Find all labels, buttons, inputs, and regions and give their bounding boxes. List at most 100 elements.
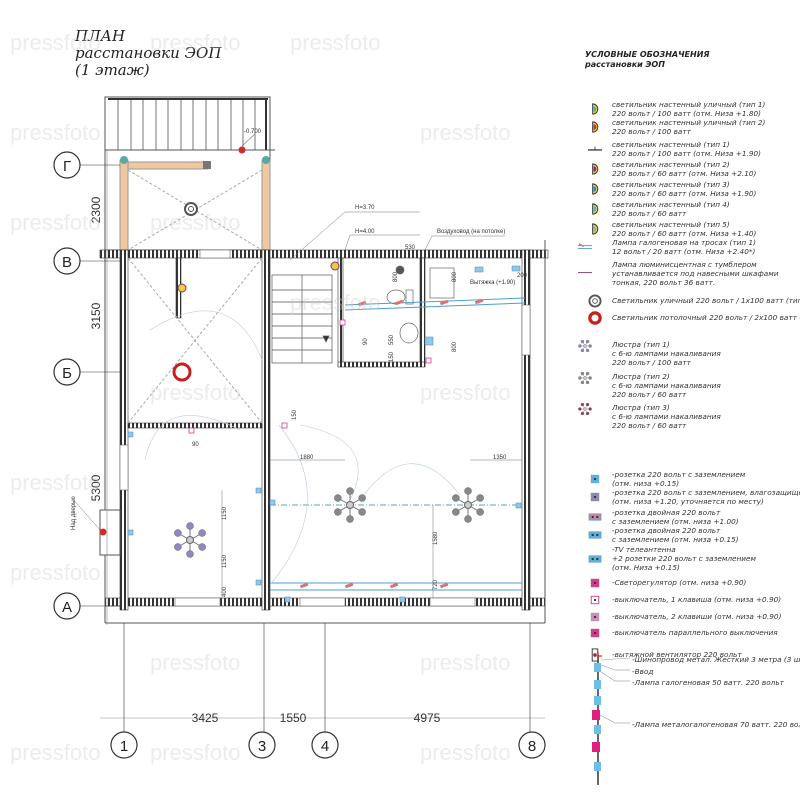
wall-lamp-outdoor-1-icon bbox=[592, 103, 599, 115]
porch: -0.700 bbox=[104, 96, 275, 251]
axis-label: В bbox=[62, 254, 72, 271]
dim-1580: 1580 bbox=[433, 531, 439, 545]
track-label: -Лампа галогеновая 50 ватт. 220 вольт bbox=[632, 678, 784, 687]
legend-item-text: Люстра (тип 2) bbox=[612, 372, 670, 381]
wall-lamp-outdoor-icon bbox=[120, 156, 128, 164]
dim-550: 550 bbox=[389, 334, 395, 345]
wall-lamp-outdoor-icon bbox=[262, 156, 270, 164]
staircase bbox=[271, 274, 333, 364]
above-door-label: Над дверью bbox=[71, 496, 77, 530]
halogen-lamp-icon bbox=[594, 696, 601, 705]
dim-720: 720 bbox=[433, 579, 439, 590]
axis-marker-g bbox=[53, 151, 81, 179]
ceiling-light-icon bbox=[588, 310, 602, 325]
legend-item-text: -розетка 220 вольт с заземлением bbox=[612, 470, 746, 479]
duct-label: Воздуховод (на потолке) bbox=[437, 229, 505, 235]
legend-item-text: -выключатель, 1 клавиша (отм. низа +0.90… bbox=[612, 595, 782, 604]
dim-label: 2300 bbox=[89, 196, 103, 223]
dim-label: 4975 bbox=[414, 711, 441, 725]
axis-label: 1 bbox=[120, 738, 128, 755]
wall-lamp-4-icon bbox=[592, 203, 599, 215]
wall-lamp-outdoor-icon bbox=[238, 146, 246, 154]
legend-item-text: Светильник потолочный 220 вольт / 2х100 … bbox=[612, 313, 800, 322]
legend-item-text: 220 вольт / 60 ватт bbox=[612, 390, 687, 399]
halogen-lamp-icon bbox=[594, 663, 601, 672]
legend-item-text: (отм. Низа +0.15) bbox=[612, 563, 680, 572]
legend-item-text: -розетка двойная 220 вольт bbox=[612, 526, 721, 535]
legend-item-text: 220 вольт / 100 ватт bbox=[612, 127, 691, 136]
halogen-cable-lamp-icon bbox=[578, 243, 592, 249]
exhaust-fan-icon bbox=[591, 647, 599, 662]
switch-2-icon bbox=[590, 612, 600, 621]
ceiling-light-icon bbox=[127, 257, 263, 424]
legend-item-text: Люстра (тип 1) bbox=[612, 340, 670, 349]
legend-item-text: 220 вольт / 60 ватт bbox=[612, 209, 687, 218]
legend-item-text: (отм. низа +0.15) bbox=[612, 479, 680, 488]
legend-item-text: с 6-ю лампами накаливания bbox=[612, 381, 721, 390]
legend-item-text: -вытяжной вентилятор 220 вольт bbox=[612, 650, 742, 659]
dim-90: 90 bbox=[363, 338, 369, 345]
dimmer-icon bbox=[590, 578, 600, 587]
dim-1150: 1150 bbox=[222, 554, 228, 568]
legend-item-text: светильник настенный уличный (тип 1) bbox=[612, 100, 766, 109]
legend-item-text: -розетка двойная 220 вольт bbox=[612, 508, 721, 517]
dim-label: 1550 bbox=[280, 711, 307, 725]
axis-label: А bbox=[62, 599, 72, 616]
height-label: H=3.70 bbox=[355, 205, 375, 211]
legend-item-text: тонкая, 220 вольт 36 ватт. bbox=[612, 278, 716, 287]
wall-lamp-outdoor-2-icon bbox=[592, 121, 599, 133]
wall-lamp-1-icon bbox=[588, 146, 602, 151]
axis-label: Г bbox=[63, 158, 71, 175]
legend-item-text: Лампа люминисцентная с тумблером bbox=[612, 260, 757, 269]
dim-1350: 1350 bbox=[493, 455, 507, 461]
legend-heading: УСЛОВНЫЕ ОБОЗНАЧЕНИЯ расстановки ЭОП bbox=[585, 50, 710, 70]
porch-level: -0.700 bbox=[244, 129, 262, 135]
track-label: -Лампа металогалогеновая 70 ватт. 220 во… bbox=[632, 720, 800, 729]
chandelier-icon bbox=[452, 487, 484, 523]
dim-150: 150 bbox=[389, 351, 395, 362]
dim-90: 90 bbox=[192, 442, 199, 448]
dim-150: 150 bbox=[292, 409, 298, 420]
halogen-cables bbox=[270, 297, 526, 591]
legend-item-text: Люстра (тип 3) bbox=[612, 403, 670, 412]
axis-marker-a bbox=[53, 592, 81, 620]
tv-socket-icon bbox=[588, 555, 602, 562]
legend-item-text: устанавливается под навесными шкафами bbox=[612, 269, 779, 278]
dim-800: 800 bbox=[452, 271, 458, 282]
switch-parallel-icon bbox=[590, 628, 600, 637]
halogen-lamp-icon bbox=[594, 762, 601, 771]
legend-title: УСЛОВНЫЕ ОБОЗНАЧЕНИЯ bbox=[585, 50, 710, 59]
wall-lamp-3-icon bbox=[592, 183, 599, 195]
legend-item-text: с заземлением (отм. низа +0.15) bbox=[612, 535, 739, 544]
axis-label: 8 bbox=[528, 738, 536, 755]
outdoor-light-icon bbox=[184, 202, 198, 216]
axis-label: 3 bbox=[258, 738, 266, 755]
socket-waterproof-icon bbox=[590, 492, 600, 502]
grid-axes bbox=[53, 150, 546, 759]
halogen-lamp-icon bbox=[594, 725, 601, 734]
legend-item-text: 220 вольт / 100 ватт (отм. Низа +1.80) bbox=[612, 109, 761, 118]
axis-marker-4 bbox=[311, 731, 339, 759]
title-line: расстановки ЭОП bbox=[75, 44, 222, 62]
exhaust-fan-icon bbox=[395, 265, 405, 275]
chandelier-icon bbox=[334, 487, 366, 523]
legend-item-text: Лампа галогеновая на тросах (тип 1) bbox=[612, 238, 756, 247]
wall-lamp-2-icon bbox=[592, 163, 599, 175]
timber-post bbox=[119, 159, 129, 251]
legend-item-text: (отм. низа +1.20, уточняется по месту) bbox=[612, 497, 764, 506]
legend-item-text: 220 вольт / 60 ватт (отм. Низа +2.10) bbox=[612, 169, 757, 178]
legend-item-text: светильник настенный уличный (тип 2) bbox=[612, 118, 766, 127]
legend-item-text: 220 вольт / 100 ватт bbox=[612, 358, 691, 367]
dim-1880: 1880 bbox=[300, 455, 314, 461]
wall-lamp-outdoor-icon bbox=[99, 528, 107, 536]
title-line: ПЛАН bbox=[75, 27, 126, 45]
axis-marker-v bbox=[53, 247, 81, 275]
metal-halide-lamp-icon bbox=[592, 742, 600, 752]
legend-item-text: с 6-ю лампами накаливания bbox=[612, 349, 721, 358]
socket-icon bbox=[590, 474, 600, 484]
bathroom-fixtures bbox=[386, 265, 455, 344]
dim-800: 800 bbox=[393, 271, 399, 282]
legend-item-text: 220 вольт / 60 ватт (отм. Низа +1.40) bbox=[612, 229, 757, 238]
legend-item-text: светильник настенный (тип 3) bbox=[612, 180, 730, 189]
dim-800: 800 bbox=[452, 341, 458, 352]
